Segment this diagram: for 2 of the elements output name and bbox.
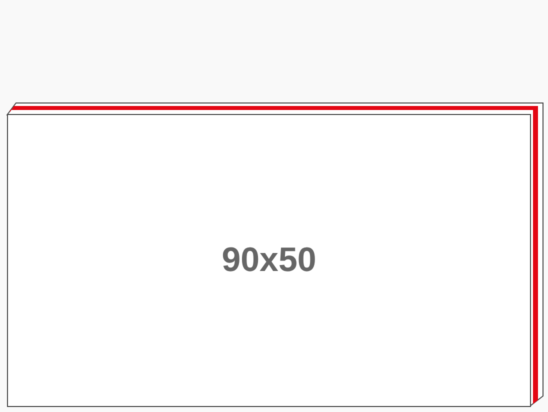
size-label: 90x50 bbox=[222, 241, 316, 280]
card-front bbox=[7, 114, 531, 407]
